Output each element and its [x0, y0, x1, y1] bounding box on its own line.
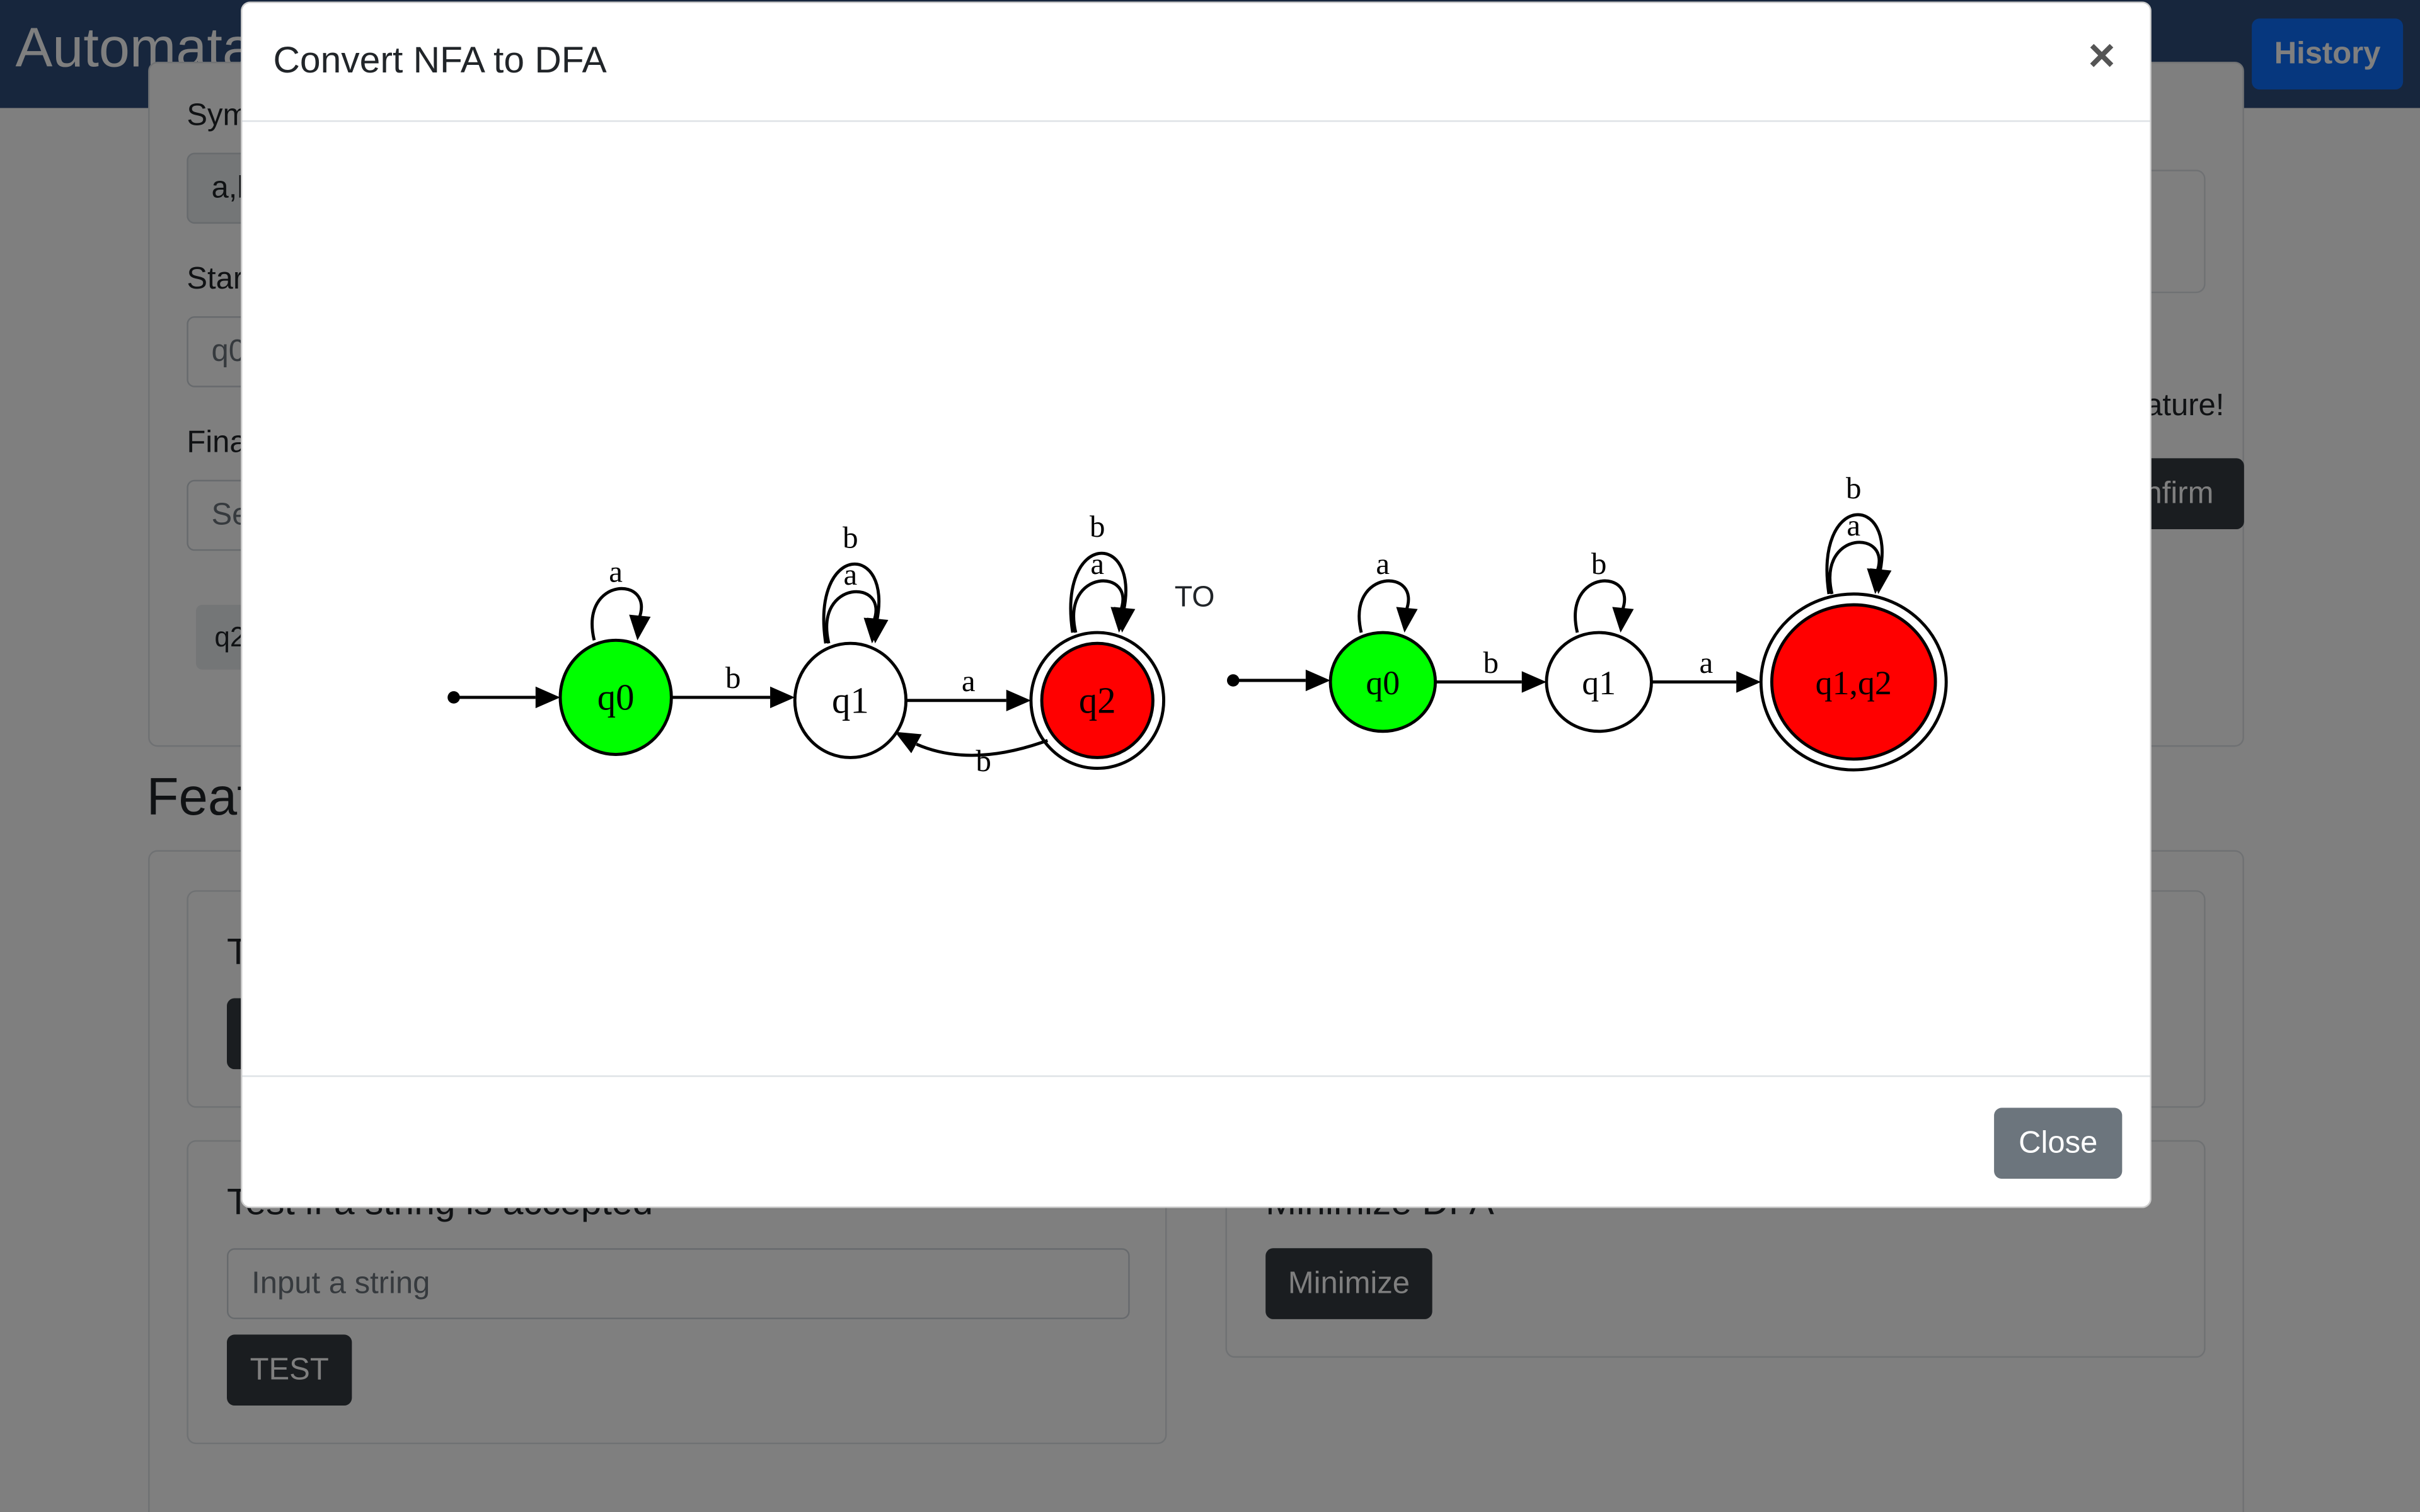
- modal-footer: Close: [242, 1075, 2150, 1208]
- self-loop-edge: [1069, 551, 1127, 633]
- self-loop-edge: [1828, 541, 1881, 595]
- state-label: q1: [832, 680, 869, 721]
- transition-edge: [916, 738, 1049, 757]
- self-loop-edge: [1072, 579, 1125, 633]
- self-loop-edge: [1574, 579, 1627, 633]
- state-label: q1,q2: [1816, 664, 1892, 702]
- transition-arrow: [770, 686, 795, 709]
- transition-label: b: [1591, 546, 1606, 581]
- transition-label: a: [1376, 546, 1390, 581]
- state-node: [1040, 641, 1155, 759]
- self-loop-arrow: [1396, 607, 1418, 633]
- transition-arrow: [894, 731, 922, 753]
- start-arrow-head: [1305, 669, 1331, 692]
- transition-label: a: [1847, 508, 1860, 542]
- start-point: [447, 691, 460, 704]
- self-loop-edge: [1825, 513, 1884, 595]
- transition-label: a: [1699, 645, 1713, 680]
- modal-header: Convert NFA to DFA ×: [242, 3, 2150, 122]
- modal-title: Convert NFA to DFA: [273, 40, 607, 82]
- state-label: q0: [1366, 664, 1400, 702]
- self-loop-arrow: [1870, 568, 1892, 594]
- self-loop-arrow: [1612, 607, 1634, 633]
- self-loop-arrow: [1114, 607, 1136, 633]
- state-label: q2: [1079, 680, 1116, 721]
- close-button[interactable]: Close: [1994, 1108, 2123, 1179]
- transition-arrow: [1736, 671, 1761, 693]
- self-loop-arrow: [629, 614, 651, 641]
- transition-label: b: [1090, 509, 1105, 544]
- transition-label: a: [609, 554, 623, 588]
- transition-label: a: [844, 557, 858, 592]
- conversion-separator: TO: [1174, 581, 1215, 614]
- transition-label: b: [1846, 471, 1861, 505]
- transition-label: a: [1090, 546, 1104, 581]
- self-loop-arrow: [867, 617, 889, 644]
- self-loop-edge: [591, 587, 643, 641]
- transition-label: b: [1483, 645, 1498, 680]
- transition-arrow: [1521, 671, 1547, 693]
- transition-label: b: [843, 520, 858, 554]
- self-loop-edge: [822, 562, 881, 644]
- self-loop-edge: [825, 590, 878, 644]
- transition-label: a: [962, 663, 976, 698]
- state-label: q1: [1582, 664, 1616, 702]
- state-label: q0: [597, 677, 635, 718]
- transition-label: b: [725, 660, 740, 695]
- self-loop-edge: [1357, 579, 1410, 633]
- state-node: [1770, 603, 1937, 761]
- transition-arrow: [1006, 689, 1031, 711]
- transition-label: b: [976, 743, 991, 778]
- start-arrow-head: [535, 686, 560, 709]
- close-icon[interactable]: ×: [2088, 30, 2116, 82]
